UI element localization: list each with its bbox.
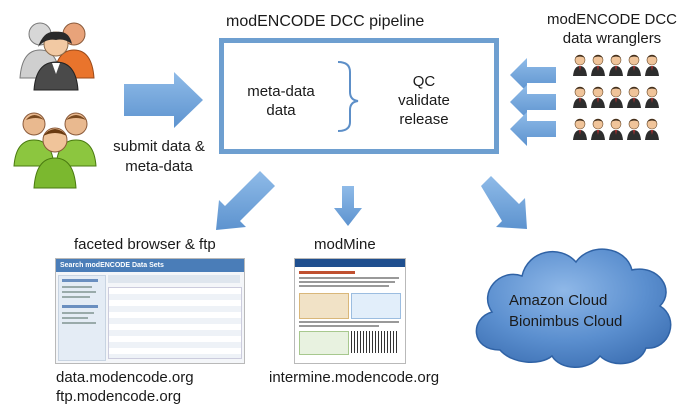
pipeline-right-line-1: QC: [412, 73, 436, 90]
pipeline-title: modENCODE DCC pipeline: [226, 13, 425, 30]
pipeline-box: [219, 38, 499, 154]
pipeline-right-line-3: release: [399, 111, 449, 128]
faceted-url-1[interactable]: data.modencode.org: [56, 369, 194, 386]
modmine-url[interactable]: intermine.modencode.org: [269, 369, 440, 386]
wrangler-arrow-1: [510, 58, 556, 92]
submit-arrow: [124, 72, 203, 128]
wranglers-label-line-2: data wranglers: [562, 30, 662, 47]
pipeline-left-line-1: meta-data: [247, 83, 315, 100]
arrow-to-cloud: [481, 176, 527, 229]
cloud-line-2: Bionimbus Cloud: [509, 313, 623, 330]
arrow-to-faceted: [216, 171, 275, 230]
faceted-browser-screenshot: Search modENCODE Data Sets: [55, 258, 245, 364]
users-group-icon: [19, 22, 95, 91]
people-grid-icon: [572, 54, 660, 141]
cloud-shape: [475, 248, 672, 368]
modmine-label: modMine: [314, 236, 376, 253]
users-group-icon: [13, 112, 97, 189]
brace: [337, 61, 359, 132]
wranglers-label-line-1: modENCODE DCC: [547, 11, 678, 28]
faceted-label: faceted browser & ftp: [74, 236, 216, 253]
faceted-url-2[interactable]: ftp.modencode.org: [56, 388, 182, 405]
submit-label-line-1: submit data &: [113, 138, 205, 155]
wrangler-arrow-2: [510, 85, 556, 119]
pipeline-right-line-2: validate: [398, 92, 450, 109]
faceted-screenshot-title: Search modENCODE Data Sets: [56, 259, 244, 272]
modmine-screenshot: [294, 258, 406, 364]
cloud-line-1: Amazon Cloud: [509, 292, 608, 309]
submit-label-line-2: meta-data: [125, 158, 193, 175]
wrangler-arrow-3: [510, 112, 556, 146]
arrow-to-modmine: [334, 186, 362, 226]
pipeline-left-line-2: data: [266, 102, 296, 119]
